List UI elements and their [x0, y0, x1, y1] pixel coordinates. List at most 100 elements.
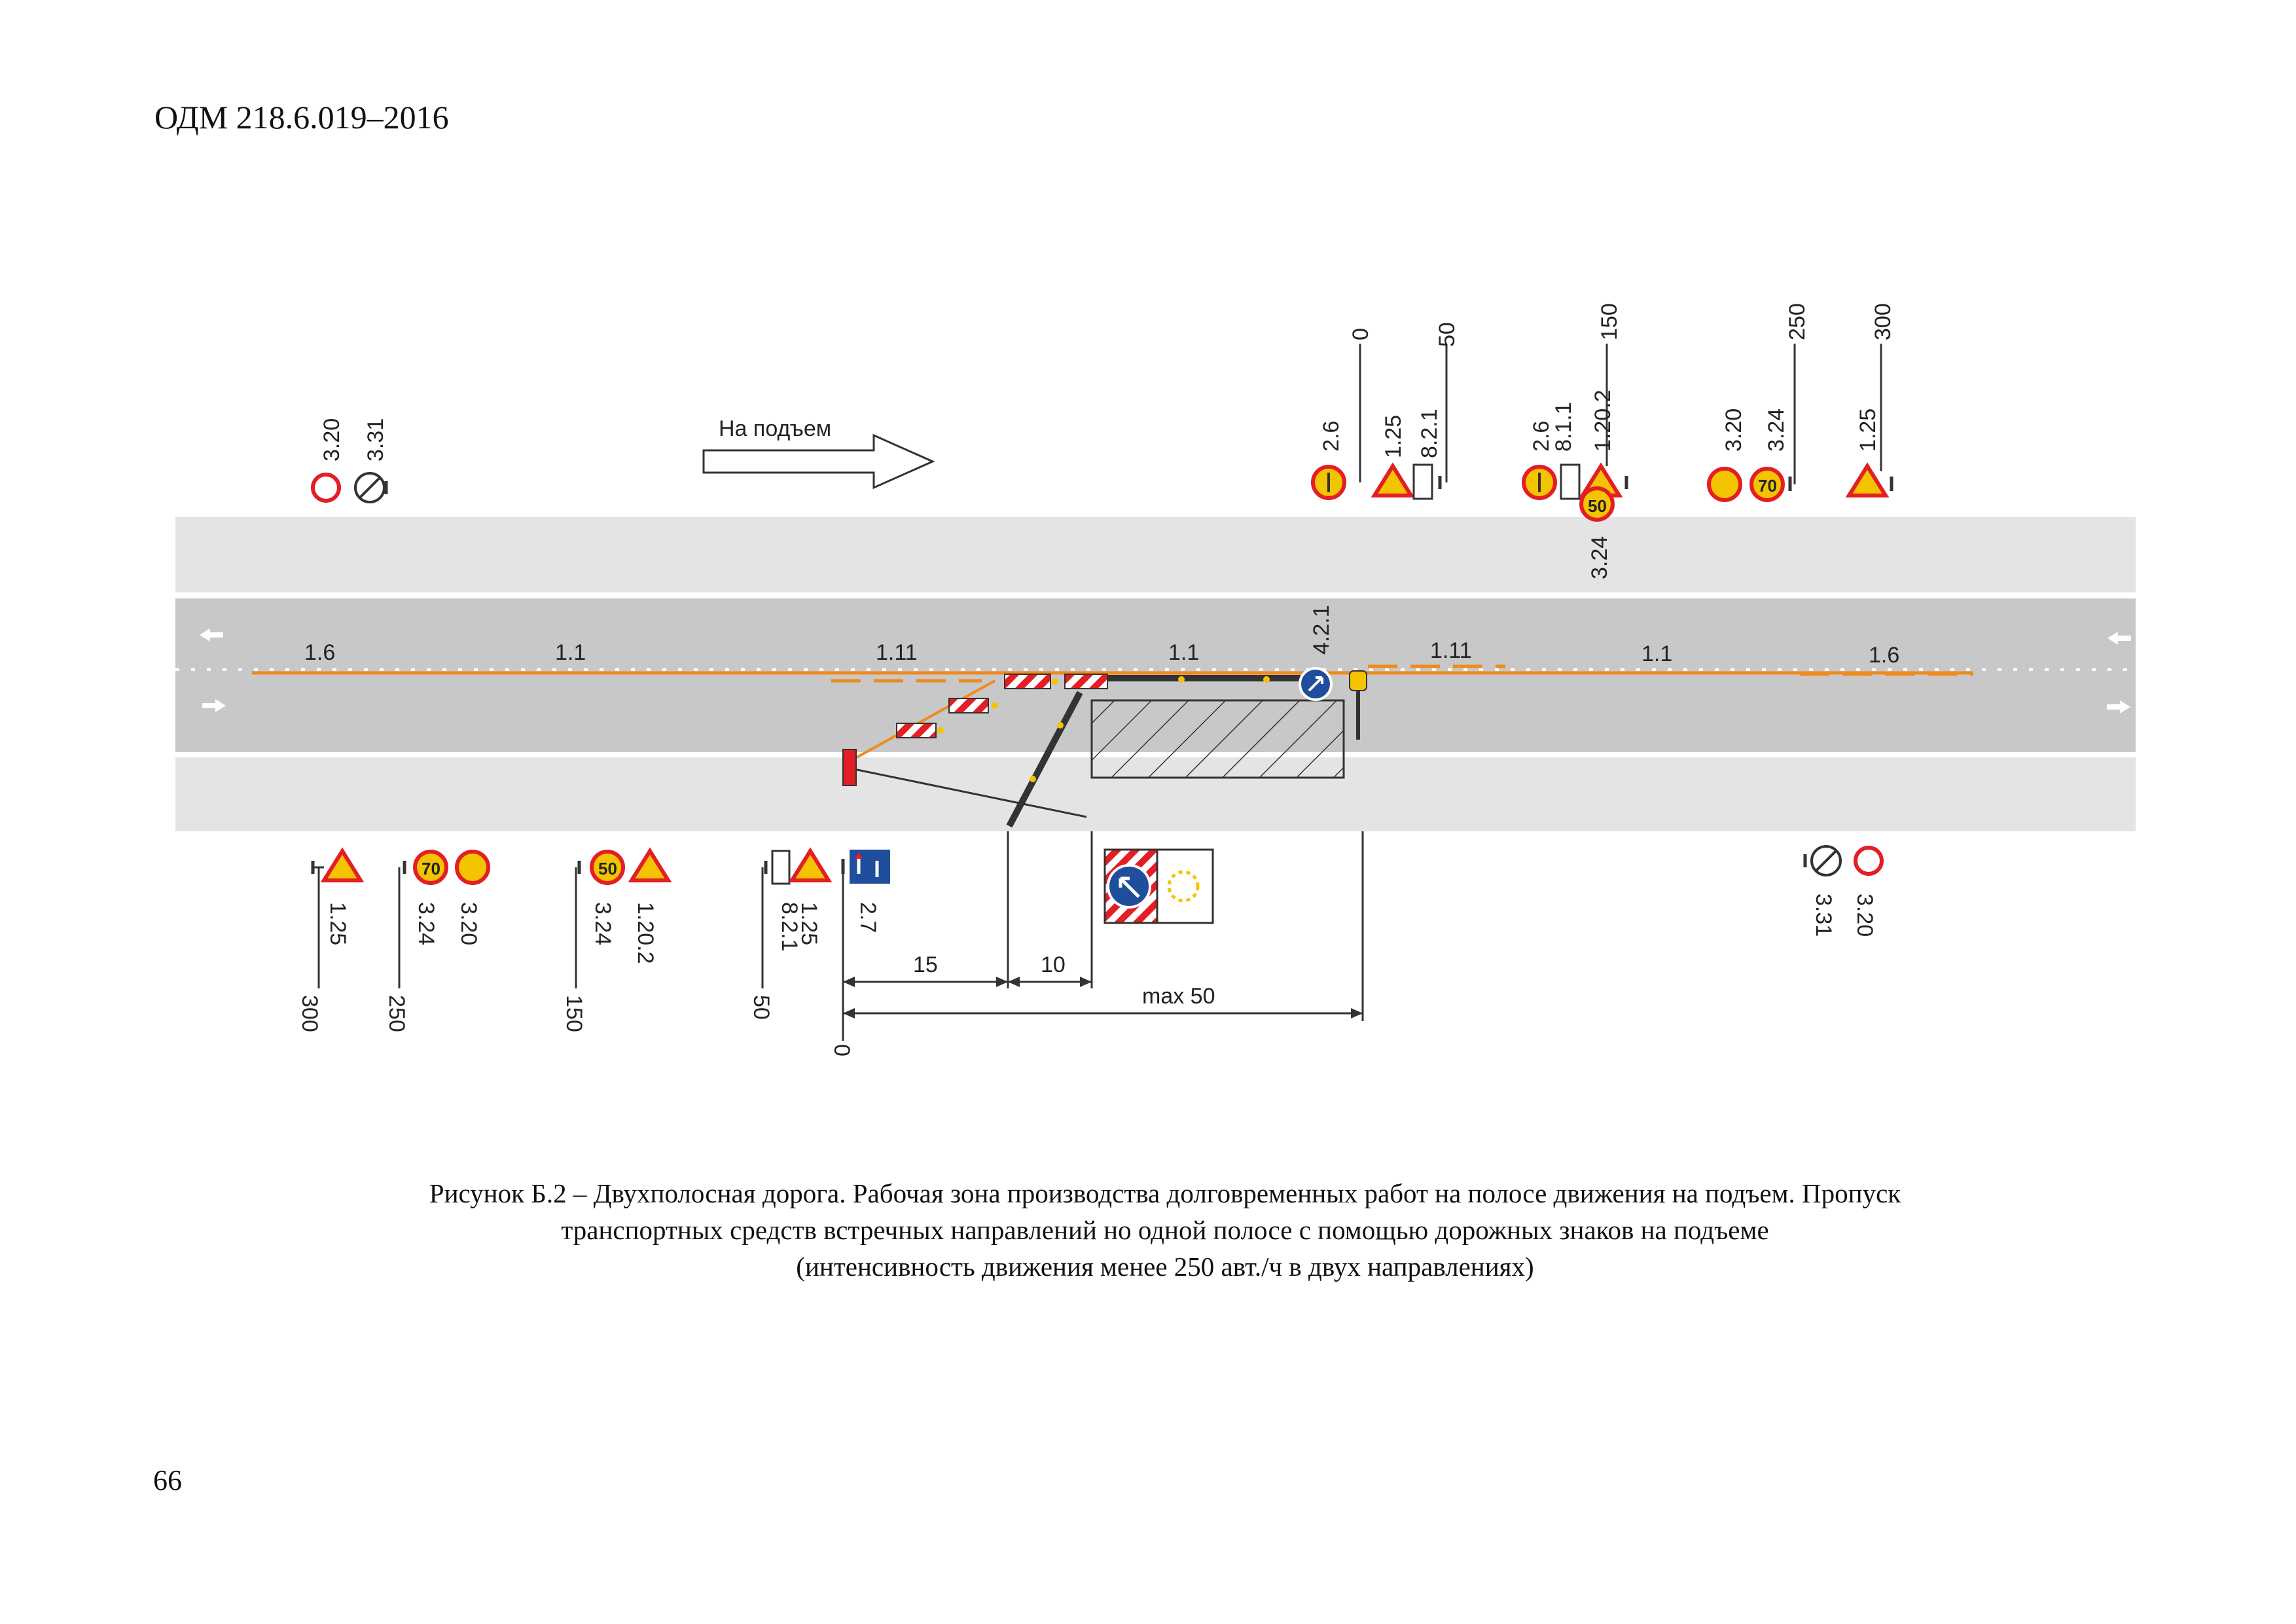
svg-text:3.31: 3.31 [363, 418, 388, 461]
caption-line-1: Рисунок Б.2 – Двухполосная дорога. Рабоч… [429, 1178, 1901, 1208]
svg-text:250: 250 [1785, 303, 1810, 340]
svg-text:3.20: 3.20 [1721, 408, 1746, 452]
dim-max: max 50 [1142, 984, 1215, 1009]
lane-arrows [200, 628, 2131, 713]
road-works-sign [788, 847, 833, 882]
svg-text:150: 150 [562, 995, 586, 1032]
svg-text:3.24: 3.24 [1587, 536, 1612, 579]
top-shoulder [175, 517, 2136, 599]
bottom-sign-group-1: 1.25 300 [297, 847, 365, 1032]
top-edge-line [175, 592, 2136, 598]
svg-text:300: 300 [297, 995, 322, 1032]
road-works-sign [1371, 462, 1415, 497]
dim-10: 10 [1041, 952, 1066, 977]
no-overtaking-sign [311, 473, 341, 503]
svg-text:150: 150 [1597, 303, 1622, 340]
bottom-sign-group-3: 50 3.24 1.20.2 150 [562, 847, 672, 1032]
barrier-board [948, 698, 989, 713]
svg-text:8.2.1: 8.2.1 [777, 902, 802, 952]
svg-text:3.24: 3.24 [1764, 408, 1789, 452]
flasher-icon [1178, 676, 1185, 683]
mobile-sign-board [1103, 848, 1214, 924]
svg-text:3.20: 3.20 [456, 902, 481, 945]
svg-text:8.1.1: 8.1.1 [1551, 402, 1576, 452]
top-sign-group-4: 70 250 3.20 3.24 [1707, 303, 1810, 502]
barrier-board [1004, 674, 1051, 689]
caption-line-3: (интенсивность движения менее 250 авт./ч… [796, 1252, 1534, 1282]
caption-line-2: транспортных средств встречных направлен… [561, 1215, 1769, 1245]
work-area [1090, 699, 1345, 779]
bottom-sign-group-5: 2.7 0 [829, 850, 890, 1056]
taper-line [850, 679, 996, 762]
diagonal-arrow-icon [1308, 676, 1323, 692]
svg-text:70: 70 [422, 859, 440, 878]
warning-lamp [842, 749, 857, 786]
page-number: 66 [153, 1464, 182, 1496]
svg-text:8.2.1: 8.2.1 [1417, 408, 1442, 458]
flasher-icon [1030, 776, 1036, 782]
diagonal-arrow-icon [1119, 876, 1140, 898]
svg-text:1.25: 1.25 [325, 902, 350, 945]
svg-text:2.7: 2.7 [855, 902, 880, 933]
top-sign-group-1: 3.20 3.31 [311, 418, 388, 503]
arrow-right-icon [2107, 700, 2130, 713]
marking-labels: 1.6 1.1 1.11 1.1 1.11 1.1 1.6 4.2.1 [304, 605, 1899, 668]
svg-text:1.25: 1.25 [797, 902, 821, 945]
no-overtaking-sign [1854, 846, 1884, 876]
flasher-icon [937, 727, 944, 734]
speed-limit-sign [413, 850, 448, 885]
flasher-icon [1052, 678, 1058, 685]
svg-text:3.24: 3.24 [590, 902, 615, 945]
barrier-board [896, 723, 937, 738]
svg-text:300: 300 [1871, 303, 1895, 340]
svg-text:1.20.2: 1.20.2 [1590, 389, 1615, 452]
work-zone [842, 667, 1367, 828]
top-sign-group-5: 300 1.25 [1845, 303, 1895, 497]
speed-limit-sign [1749, 467, 1785, 502]
dim-15: 15 [913, 952, 938, 977]
svg-text:250: 250 [384, 995, 409, 1032]
svg-text:3.24: 3.24 [414, 902, 439, 945]
marking-center: 1.1 [1168, 640, 1199, 665]
bottom-sign-group-2: 70 3.24 3.20 250 [384, 850, 490, 1032]
direction-arrow: На подъем [702, 416, 935, 490]
marking-right-mid: 1.1 [1641, 641, 1672, 666]
svg-text:3.20: 3.20 [319, 418, 344, 461]
svg-text:2.6: 2.6 [1319, 421, 1344, 452]
top-sign-group-3: 50 150 2.6 8.1.1 1.20.2 3.24 [1522, 303, 1628, 579]
svg-text:1.25: 1.25 [1856, 408, 1880, 452]
svg-text:50: 50 [749, 995, 774, 1020]
figure-caption: Рисунок Б.2 – Двухполосная дорога. Рабоч… [164, 1175, 2166, 1285]
no-overtaking-sign [455, 850, 490, 885]
keep-sign-label: 4.2.1 [1309, 605, 1334, 655]
mobile-lamp-line [850, 767, 1087, 818]
top-sign-group-2: 0 50 2.6 1.25 8.2.1 [1311, 322, 1460, 500]
plate-8-2-1 [1412, 463, 1433, 500]
bottom-sign-group-4: 8.2.1 1.25 50 [749, 847, 833, 1020]
barrier-board [1064, 674, 1108, 689]
svg-text:0: 0 [1348, 328, 1373, 340]
dimensions [843, 831, 1364, 1021]
svg-text:0: 0 [829, 1044, 854, 1056]
marking-left-outer: 1.6 [304, 640, 335, 665]
svg-text:3.20: 3.20 [1852, 893, 1877, 937]
road [175, 517, 2136, 831]
plate-8-2-1 [771, 850, 791, 885]
marking-right-outer: 1.6 [1869, 643, 1899, 668]
road-works-sign [1845, 462, 1890, 497]
flasher-icon [992, 702, 998, 709]
road-narrows-sign [628, 847, 672, 882]
svg-text:3.31: 3.31 [1811, 893, 1836, 937]
priority-over-oncoming-sign [850, 850, 890, 884]
svg-text:50: 50 [598, 859, 617, 878]
marking-left-mid: 1.1 [555, 640, 586, 665]
flashing-arrow-icon [1167, 870, 1200, 903]
marking-left-work: 1.11 [876, 640, 918, 665]
svg-text:50: 50 [1435, 322, 1460, 347]
svg-text:1.25: 1.25 [1381, 415, 1406, 458]
speed-limit-sign [1579, 486, 1615, 522]
document-code: ОДМ 218.6.019–2016 [154, 99, 449, 135]
speed-limit-sign [590, 850, 625, 885]
no-overtaking-sign [1707, 467, 1742, 502]
bottom-sign-group-6: 3.31 3.20 [1803, 845, 1884, 937]
